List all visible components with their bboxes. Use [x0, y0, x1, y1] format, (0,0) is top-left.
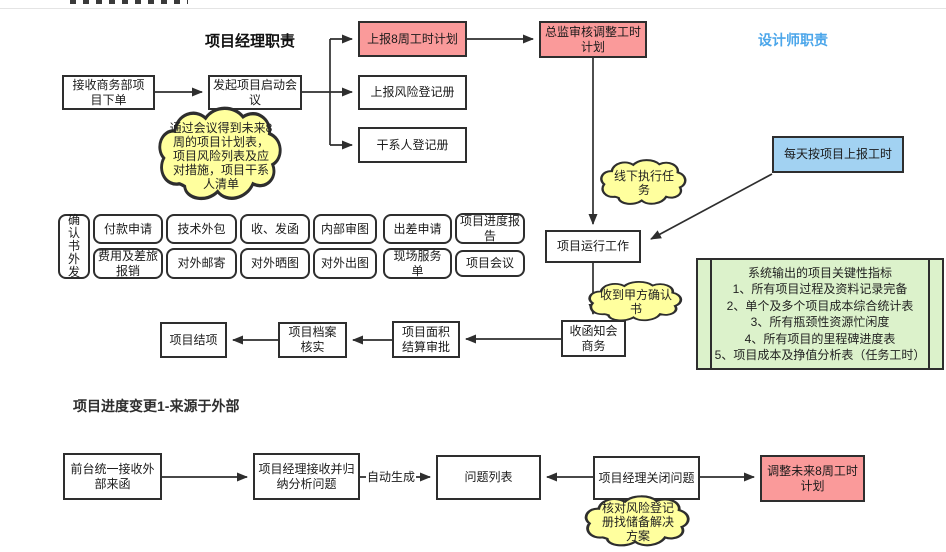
- designer-responsibility-title: 设计师职责: [758, 32, 828, 48]
- matrix-item-project-meeting: 项目会议: [455, 250, 525, 277]
- node-area-settlement: 项目面积结算审批: [392, 321, 460, 358]
- cloud-shape: [600, 159, 687, 205]
- cloud-text: 收到甲方确认书: [599, 288, 672, 316]
- matrix-item-mailing: 对外邮寄: [166, 248, 237, 279]
- node-stakeholder-register: 干系人登记册: [358, 127, 467, 163]
- kpi-output-box: 系统输出的项目关键性指标 1、所有项目过程及资料记录完备 2、单个及多个项目成本…: [696, 258, 944, 370]
- node-issue-list: 问题列表: [436, 455, 541, 500]
- node-archive-verify: 项目档案核实: [278, 322, 347, 358]
- node-report-8week-plan: 上报8周工时计划: [358, 21, 467, 57]
- node-letter-notify: 收函知会商务: [561, 320, 626, 357]
- cloud-text: 核对风险登记册找储备解决方案: [601, 501, 674, 543]
- node-pm-close-issue: 项目经理关闭问题: [593, 456, 700, 500]
- cloud-meeting-note: 通过会议得到未来8周的项目计划表，项目风险列表及应对措施，项目干系人清单: [155, 104, 287, 207]
- node-front-desk-receive: 前台统一接收外部来函: [63, 453, 162, 500]
- kpi-inner-line: [928, 260, 930, 368]
- kpi-line: 4、所有项目的里程碑进度表: [744, 331, 896, 346]
- matrix-item-payment: 付款申请: [93, 214, 163, 244]
- clipped-top-text: [70, 0, 188, 4]
- pm-responsibility-title: 项目经理职责: [205, 33, 296, 50]
- change-source-title: 项目进度变更1-来源于外部: [73, 398, 240, 414]
- cloud-shape: [584, 495, 690, 547]
- cloud-shape: [158, 106, 282, 201]
- cloud-text: 线下执行任务: [613, 169, 674, 197]
- auto-generate-label: 自动生成: [366, 470, 417, 484]
- matrix-item-blueprint: 对外晒图: [240, 248, 310, 279]
- node-pm-receive-analyze: 项目经理接收并归纳分析问题: [253, 453, 360, 500]
- cloud-offline-task: 线下执行任务: [598, 158, 690, 208]
- matrix-item-progress-report: 项目进度报告: [455, 213, 525, 244]
- kpi-inner-line: [710, 260, 712, 368]
- node-director-review: 总监审核调整工时计划: [539, 21, 647, 58]
- matrix-side-box: 确认书外发: [58, 214, 90, 279]
- node-risk-register: 上报风险登记册: [358, 75, 467, 110]
- node-adjust-8week-plan: 调整未来8周工时计划: [760, 455, 865, 502]
- cloud-text: 通过会议得到未来8周的项目计划表，项目风险列表及应对措施，项目干系人清单: [169, 120, 273, 191]
- matrix-item-drawing-out: 对外出图: [313, 248, 377, 279]
- matrix-item-expense: 费用及差旅报销: [93, 248, 163, 279]
- node-project-close: 项目结项: [160, 322, 227, 358]
- cloud-shape: [588, 280, 683, 322]
- node-daily-hours-report: 每天按项目上报工时: [772, 136, 904, 173]
- matrix-item-letters: 收、发函: [240, 214, 310, 244]
- kpi-line: 5、项目成本及挣值分析表（任务工时）: [714, 348, 926, 362]
- node-receive-order: 接收商务部项目下单: [62, 75, 155, 110]
- matrix-item-outsourcing: 技术外包: [166, 214, 237, 244]
- top-divider-line: [0, 8, 946, 9]
- cloud-risk-check: 核对风险登记册找储备解决方案: [582, 494, 694, 550]
- node-project-run: 项目运行工作: [545, 230, 641, 263]
- cloud-confirm-letter: 收到甲方确认书: [586, 280, 686, 324]
- node-kickoff-meeting: 发起项目启动会议: [208, 75, 302, 110]
- kpi-line: 2、单个及多个项目成本综合统计表: [726, 298, 914, 313]
- matrix-item-internal-review: 内部审图: [313, 214, 377, 244]
- matrix-item-site-service: 现场服务单: [383, 248, 452, 279]
- kpi-line: 1、所有项目过程及资料记录完备: [732, 282, 908, 296]
- matrix-item-travel-request: 出差申请: [383, 214, 452, 244]
- kpi-line: 3、所有瓶颈性资源忙闲度: [750, 315, 890, 329]
- kpi-line: 系统输出的项目关键性指标: [747, 265, 892, 280]
